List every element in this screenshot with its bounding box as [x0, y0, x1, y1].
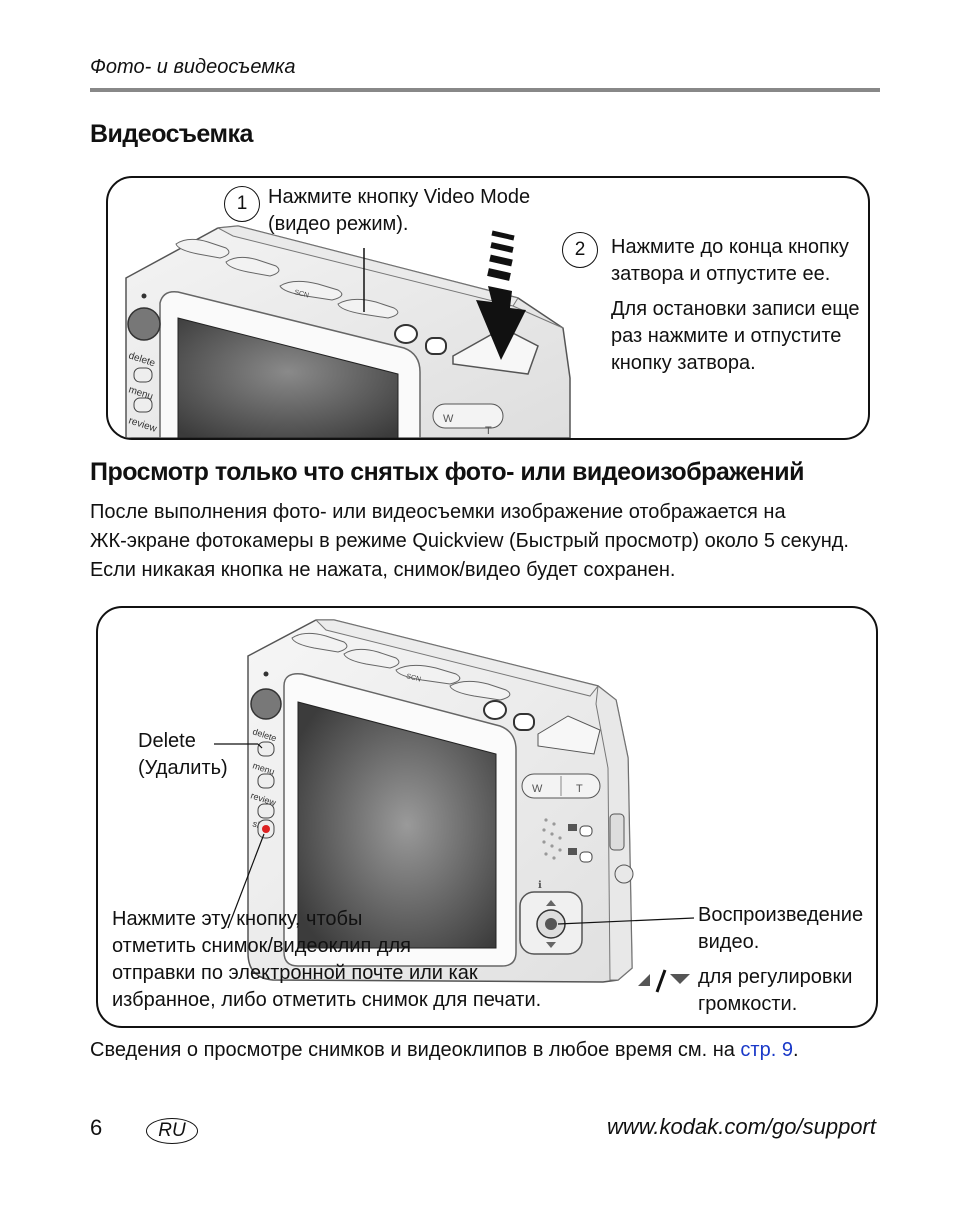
- flash-button: [513, 713, 535, 731]
- language-badge: RU: [146, 1118, 198, 1144]
- step2-number: 2: [562, 232, 598, 268]
- delete-callout-line1: Delete: [138, 730, 196, 752]
- video-mode-button: [337, 298, 399, 319]
- step1-line1: Нажмите кнопку Video Mode: [268, 186, 531, 208]
- power-button: [483, 700, 507, 720]
- step2-line2: затвора и отпустите ее.: [611, 263, 831, 285]
- press-arrow-icon: [476, 230, 526, 360]
- zoom-wide-label: W: [532, 783, 543, 795]
- lcd-screen: [297, 701, 497, 949]
- delete-callout: Delete (Удалить): [138, 728, 228, 782]
- zoom-tele-label: T: [485, 425, 492, 437]
- delete-callout-line2: (Удалить): [138, 757, 228, 779]
- step2-callout: Нажмите до конца кнопку затвора и отпуст…: [611, 234, 860, 377]
- share-callout-line1: Нажмите эту кнопку, чтобы: [112, 908, 363, 930]
- step2-line3: Для остановки записи еще: [611, 298, 860, 320]
- step2-line4: раз нажмите и отпустите: [611, 325, 842, 347]
- joystick-button: [250, 688, 282, 720]
- camera-top-illustration: delete menu review SCN W T: [125, 225, 571, 438]
- volume-callout-line2: громкости.: [698, 993, 798, 1015]
- play-callout-line1: Воспроизведение: [698, 904, 864, 926]
- play-callout: Воспроизведение видео.: [698, 902, 863, 956]
- step1-line2: (видео режим).: [268, 213, 409, 235]
- speaker-grille: [542, 818, 562, 860]
- joystick-button: [127, 307, 161, 341]
- info-icon: ℹ: [538, 880, 542, 891]
- share-led: [262, 825, 270, 833]
- section-title-video: Видеосъемка: [90, 120, 253, 148]
- play-callout-line2: видео.: [698, 931, 760, 953]
- share-callout-line3: отправки по электронной почте или как: [112, 962, 478, 984]
- step1-callout: Нажмите кнопку Video Mode (видео режим).: [268, 184, 530, 238]
- running-header: Фото- и видеосъемка: [90, 56, 296, 78]
- flash-button: [425, 337, 447, 355]
- section-title-quickview: Просмотр только что снятых фото- или вид…: [90, 458, 804, 486]
- volume-callout-line1: для регулировки: [698, 966, 853, 988]
- review-note: Сведения о просмотре снимков и видеоклип…: [90, 1036, 890, 1065]
- share-callout-line2: отметить снимок/видеоклип для: [112, 935, 412, 957]
- scn-label: SCN: [294, 289, 310, 299]
- share-callout-line4: избранное, либо отметить снимок для печа…: [112, 989, 542, 1011]
- para-line1: После выполнения фото- или видеосъемки и…: [90, 501, 786, 523]
- para-line3: Если никакая кнопка не нажата, снимок/ви…: [90, 559, 676, 581]
- zoom-wide-label: W: [443, 413, 454, 425]
- review-button: [257, 803, 275, 819]
- share-callout: Нажмите эту кнопку, чтобы отметить снимо…: [112, 906, 541, 1014]
- page-9-link[interactable]: стр. 9: [740, 1039, 793, 1061]
- para-line2: ЖК-экране фотокамеры в режиме Quickview …: [90, 530, 849, 552]
- review-note-text: Сведения о просмотре снимков и видеоклип…: [90, 1039, 741, 1061]
- step2-line1: Нажмите до конца кнопку: [611, 236, 849, 258]
- scn-label: SCN: [406, 673, 422, 683]
- quickview-figure: SCN delete menu review share W T: [96, 606, 878, 1028]
- header-rule: [90, 88, 880, 92]
- step2-line5: кнопку затвора.: [611, 352, 756, 374]
- page-number: 6: [90, 1115, 103, 1140]
- step1-number: 1: [224, 186, 260, 222]
- play-leader-line: [557, 917, 695, 925]
- menu-button: [257, 773, 275, 789]
- quickview-paragraph: После выполнения фото- или видеосъемки и…: [90, 498, 890, 585]
- zoom-tele-label: T: [576, 783, 583, 795]
- support-url[interactable]: www.kodak.com/go/support: [606, 1114, 876, 1139]
- review-note-end: .: [792, 1039, 799, 1061]
- share-leader-line: [227, 833, 265, 929]
- zoom-button: [432, 403, 504, 429]
- power-button: [394, 324, 418, 344]
- volume-callout: для регулировки громкости.: [698, 964, 852, 1018]
- volume-up-down-icon: [638, 969, 690, 993]
- delete-button: [133, 367, 153, 383]
- menu-button: [133, 397, 153, 413]
- camera-back-illustration: SCN delete menu review share W T: [214, 619, 695, 993]
- video-mode-figure: delete menu review SCN W T 1 Нажмите кно…: [106, 176, 870, 440]
- lcd-screen: [177, 317, 399, 438]
- delete-button: [257, 741, 275, 757]
